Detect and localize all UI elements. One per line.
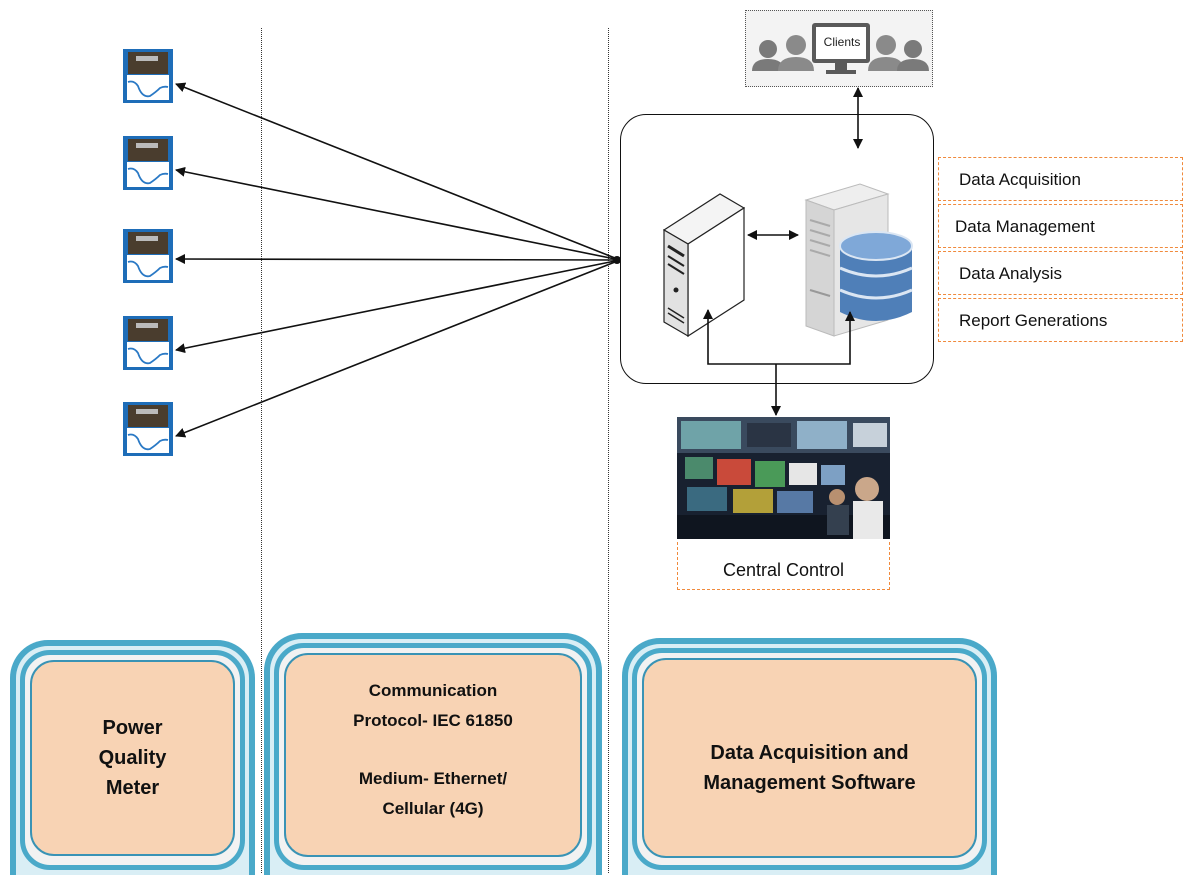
power-quality-meter-icon (123, 316, 173, 370)
clients-icon (752, 23, 929, 74)
application-server-icon (662, 193, 746, 338)
column-divider-left (261, 28, 262, 873)
meter-label-line-2: Quality (98, 747, 167, 769)
function-report-generations: Report Generations (938, 298, 1183, 342)
power-quality-meter-icon (123, 229, 173, 283)
meter-link-arrow (175, 166, 621, 261)
meter-label-line-3: Meter (105, 777, 160, 799)
communication-column-panel: Communication Protocol- IEC 61850 Medium… (284, 653, 582, 857)
control-room-photo (677, 417, 890, 539)
medium-line-1: Medium- Ethernet/ (358, 769, 508, 788)
function-data-management: Data Management (938, 204, 1183, 248)
clients-label: Clients (823, 35, 861, 49)
server-loop-arrow (703, 309, 855, 365)
hub-point (613, 256, 621, 264)
meter-column-panel: Power Quality Meter (30, 660, 235, 856)
meter-link-arrow (175, 259, 621, 354)
power-quality-meter-icon (123, 49, 173, 103)
medium-line-2: Cellular (4G) (382, 799, 484, 818)
meter-label-line-1: Power (102, 717, 163, 739)
central-control-label: Central Control (677, 542, 890, 590)
meter-link-arrow (175, 254, 621, 265)
power-quality-meter-icon (123, 136, 173, 190)
protocol-line-1: Communication (368, 681, 498, 700)
clients-box: Clients (745, 10, 933, 87)
meter-link-arrow (175, 82, 621, 261)
software-line-2: Management Software (703, 772, 916, 794)
power-quality-meter-icon (123, 402, 173, 456)
meter-link-arrow (175, 259, 621, 438)
function-data-analysis: Data Analysis (938, 251, 1183, 295)
database-server-icon (804, 183, 913, 337)
software-line-1: Data Acquisition and (710, 742, 909, 764)
function-data-acquisition: Data Acquisition (938, 157, 1183, 201)
column-divider-right (608, 28, 609, 873)
software-column-panel: Data Acquisition and Management Software (642, 658, 977, 858)
protocol-line-2: Protocol- IEC 61850 (353, 711, 513, 730)
